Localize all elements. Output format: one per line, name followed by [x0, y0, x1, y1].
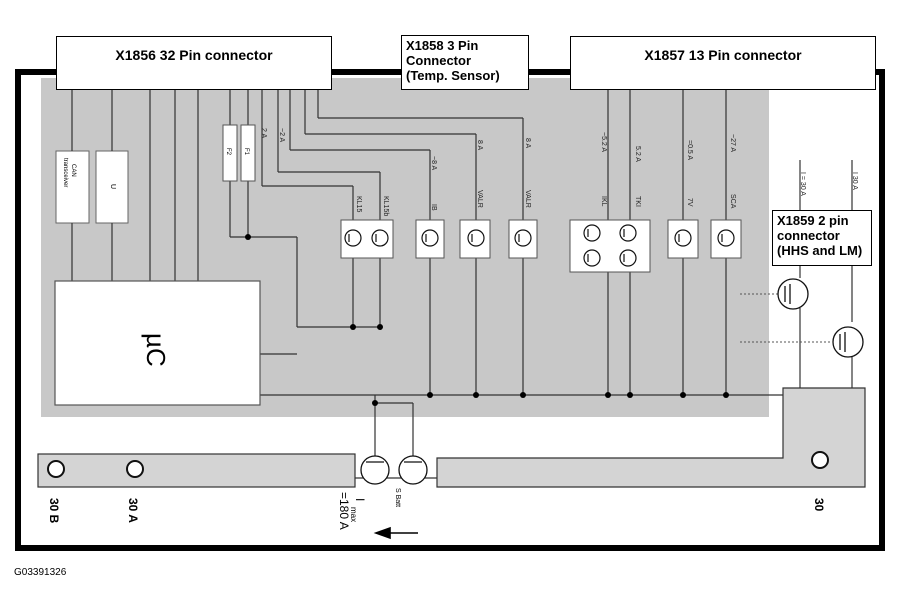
- ib-name: IB: [430, 204, 437, 211]
- temp-name: VALR: [524, 190, 531, 208]
- x1859-line3: (HHS and LM): [777, 243, 863, 258]
- tki-current: 5.2 A: [634, 146, 641, 162]
- x1858-connector-label: X1858 3 Pin Connector (Temp. Sensor): [401, 35, 529, 90]
- lm-current: I 30 A: [851, 172, 858, 190]
- imax-value: =180 A: [337, 492, 351, 530]
- fuse-f2: [222, 124, 238, 182]
- 7v-current: =0.5 A: [686, 140, 693, 160]
- fuse-f1-label: F1: [243, 148, 249, 156]
- x1859-line2: connector: [777, 228, 840, 243]
- 7v-name: 7V: [686, 198, 693, 207]
- switch-boxes: [340, 219, 742, 273]
- ib-current: ~8 A: [430, 156, 437, 171]
- x1857-text: X1857 13 Pin connector: [644, 47, 802, 63]
- arrow-left-icon: [373, 526, 418, 540]
- x1856-text: X1856 32 Pin connector: [115, 47, 273, 63]
- x1858-line1: X1858 3 Pin: [406, 38, 479, 53]
- x1858-line3: (Temp. Sensor): [406, 68, 500, 83]
- battery-rail-30a-30b: [37, 453, 356, 488]
- transistor-gates: [348, 229, 723, 262]
- kl15-current: 2 A: [260, 128, 267, 138]
- imax-symbol: I: [353, 498, 367, 501]
- x1859-connector-label: X1859 2 pin connector (HHS and LM): [772, 210, 872, 266]
- microcontroller-block: [54, 280, 261, 406]
- sca-current: ~27 A: [729, 134, 736, 152]
- battery-rail-30: [436, 387, 866, 488]
- valr-current: 8 A: [476, 140, 483, 150]
- ikl-current: ~5.2 A: [600, 132, 607, 152]
- connector-bus-lines: [71, 90, 853, 479]
- terminal-studs: [47, 451, 829, 478]
- kl15b-current: ~2 A: [278, 128, 285, 143]
- x1857-connector-label: X1857 13 Pin connector: [570, 36, 876, 90]
- can-label: CAN: [70, 164, 76, 177]
- kl15-name: KL15: [355, 196, 362, 212]
- imax-labels: I max =180 A S Batt: [337, 488, 401, 530]
- can-transceiver-block: [55, 150, 90, 224]
- junction-dots: [245, 234, 729, 406]
- figure-id: G03391326: [14, 567, 67, 578]
- kl15b-name: KL15b: [382, 196, 389, 216]
- microcontroller-label: µC: [141, 333, 171, 367]
- pin-labels: 30 B 30 A 30: [47, 498, 826, 524]
- sca-name: SCA: [729, 194, 736, 209]
- pin-30a-label: 30 A: [126, 498, 140, 523]
- temp-current: 8 A: [524, 138, 531, 148]
- fuse-f1: [240, 124, 256, 182]
- imax-sub: max: [349, 507, 358, 522]
- x1859-line1: X1859 2 pin: [777, 213, 849, 228]
- x1856-connector-label: X1856 32 Pin connector: [56, 36, 332, 90]
- signal-text: 2 A ~2 A KL15 KL15b ~8 A IB 8 A VALR 8 A…: [260, 128, 858, 216]
- x1858-line2: Connector: [406, 53, 471, 68]
- tki-name: TKI: [634, 196, 641, 207]
- shunt-label: S Batt: [394, 488, 401, 507]
- valr-name: VALR: [476, 190, 483, 208]
- pin-30b-label: 30 B: [47, 498, 61, 524]
- battery-shunt-transistors: [360, 455, 428, 485]
- dotted-leads: [740, 293, 830, 343]
- ikl-name: IKL: [600, 196, 607, 207]
- external-transistor-gates: [784, 284, 846, 352]
- fuse-f2-label: F2: [225, 148, 231, 156]
- can-transceiver-label: transceiver: [62, 158, 68, 187]
- u-label: U: [109, 184, 116, 189]
- pin-30-label: 30: [812, 498, 826, 512]
- hhs-current: I = 30 A: [799, 172, 806, 196]
